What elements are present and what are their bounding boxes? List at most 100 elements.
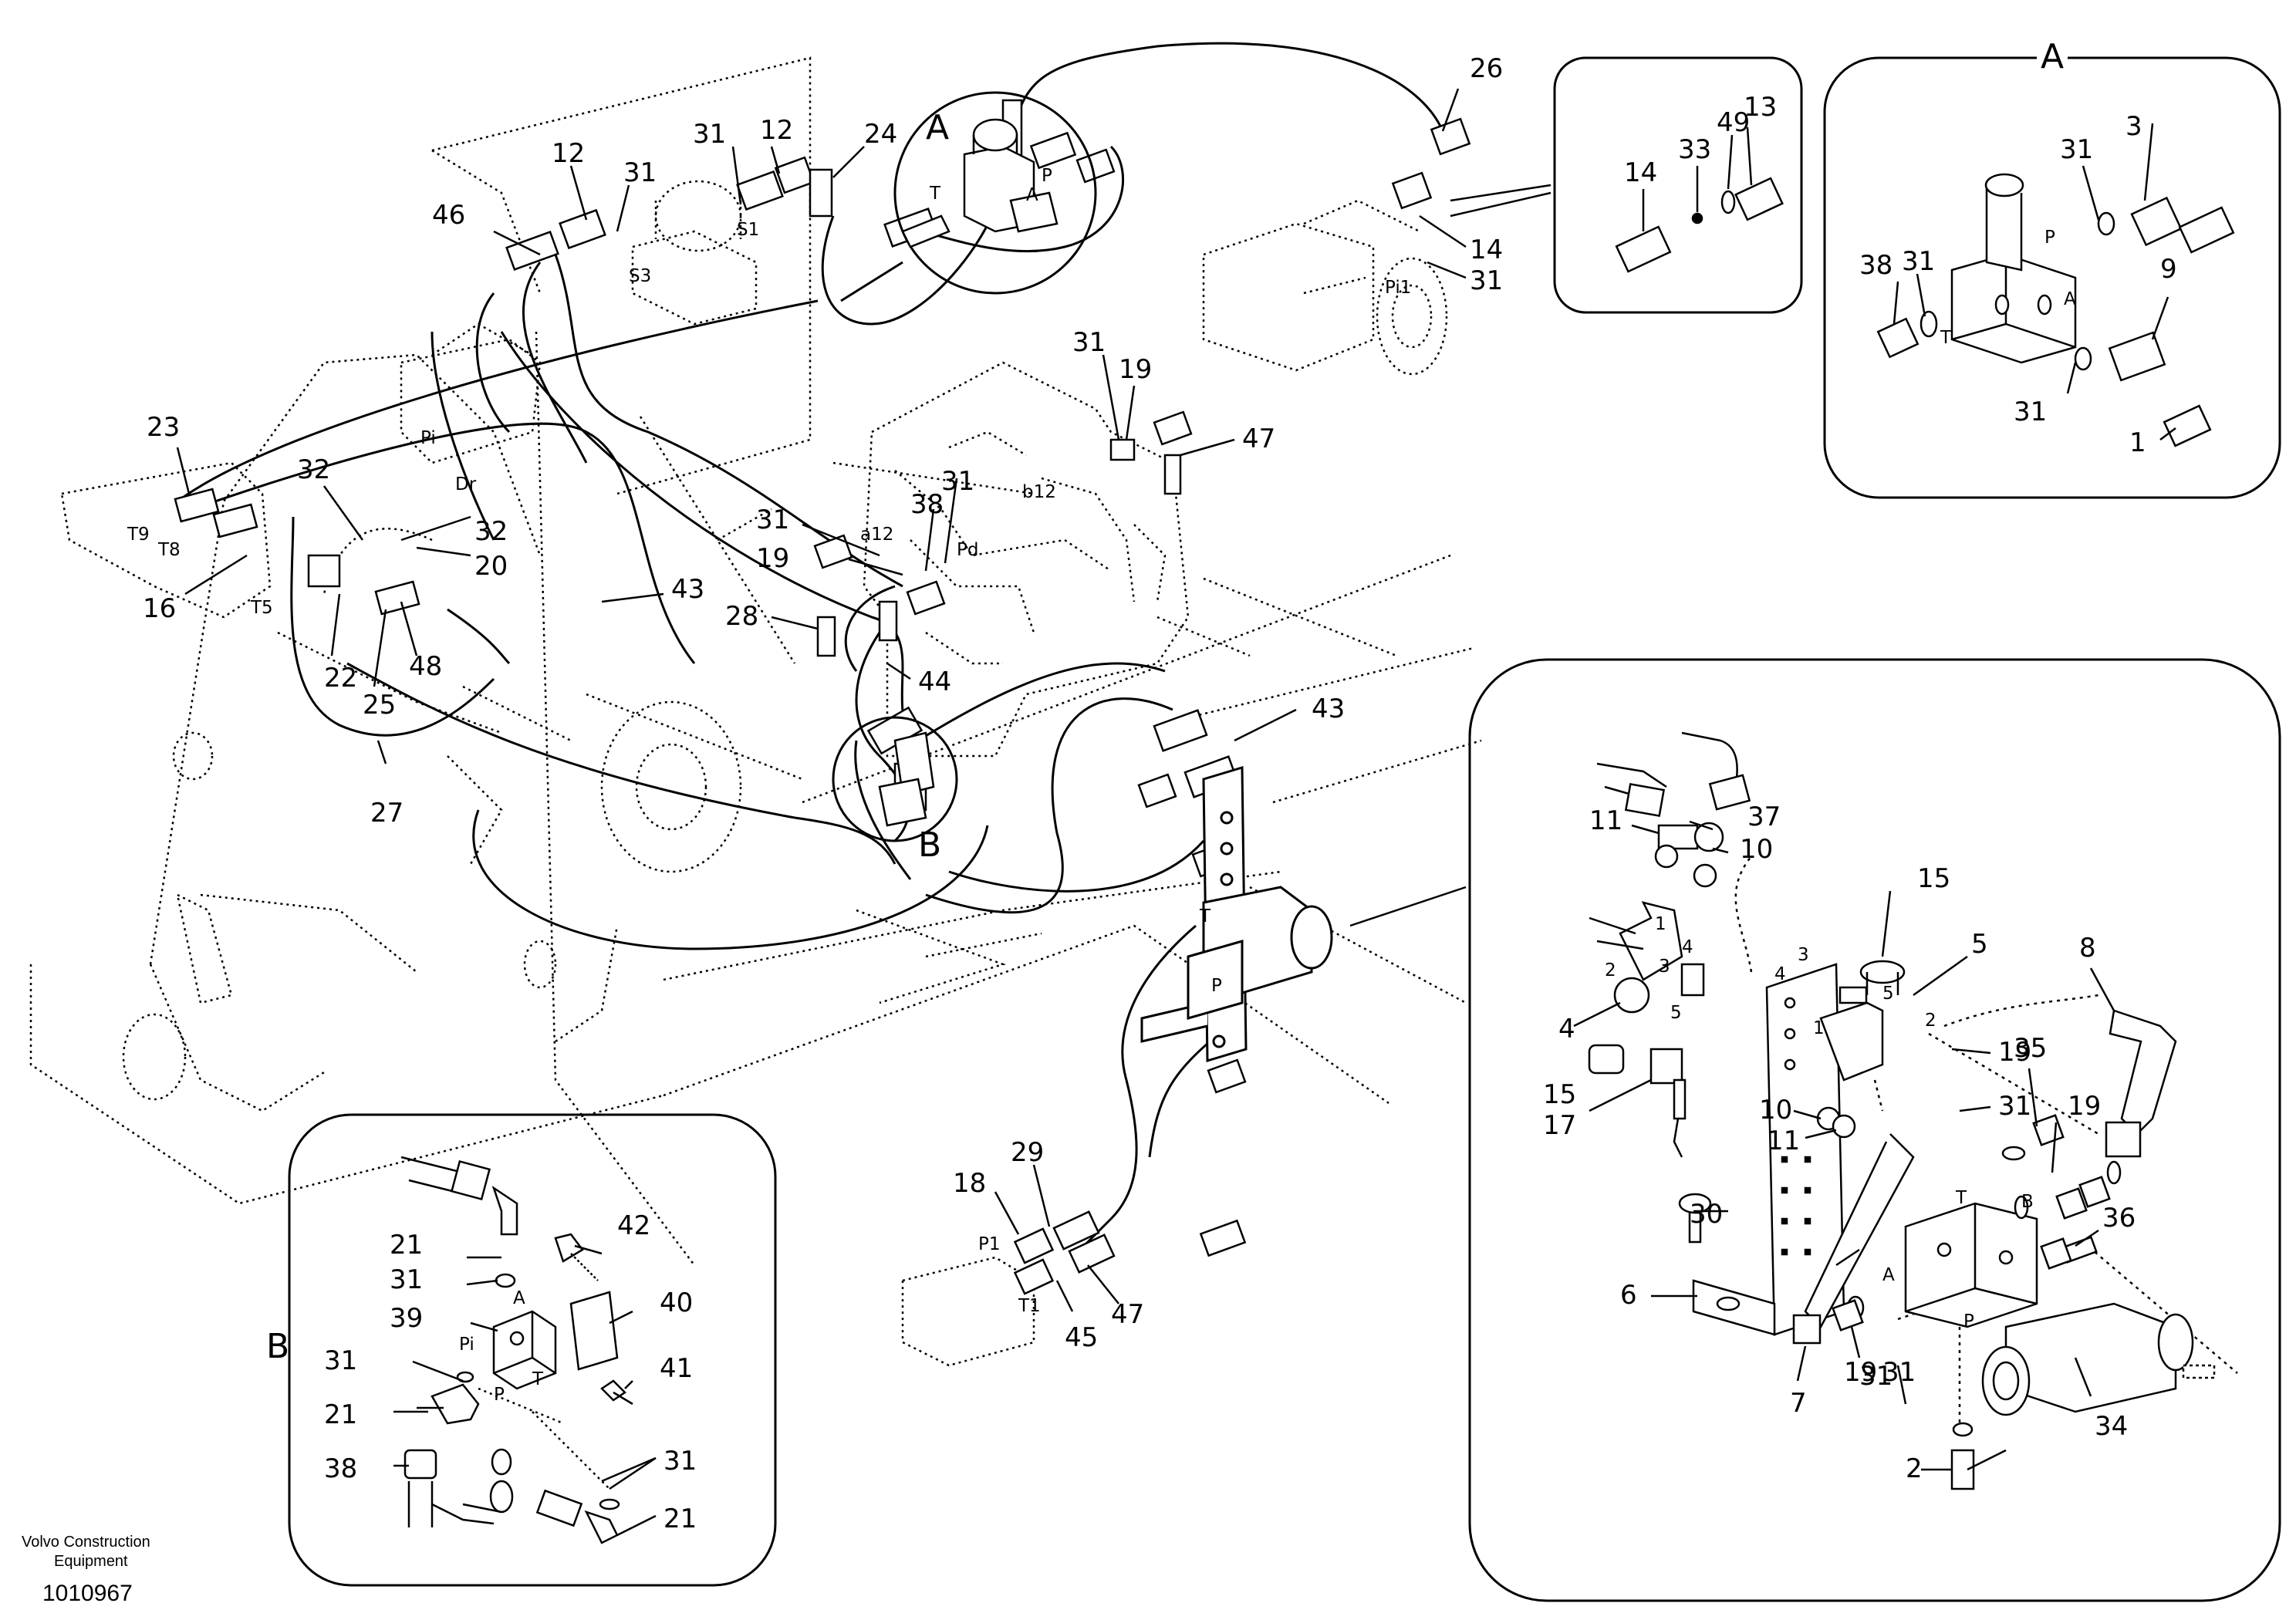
callout-45: 45 bbox=[1065, 1322, 1098, 1353]
inset-c-port-4b: 4 bbox=[1774, 964, 1786, 984]
port-label-pd: Pd bbox=[957, 540, 978, 560]
inset-c-callout-31: 31 bbox=[1882, 1357, 1916, 1388]
callout-27: 27 bbox=[370, 798, 403, 829]
inset-b-callout-39: 39 bbox=[390, 1303, 423, 1334]
callout-24: 24 bbox=[864, 119, 897, 150]
detail-circles bbox=[832, 91, 1097, 842]
port-label-p: P bbox=[1042, 166, 1052, 186]
port-label-t8: T8 bbox=[157, 540, 181, 560]
port-label-b12: b12 bbox=[1022, 482, 1056, 502]
callout-12: 12 bbox=[760, 115, 793, 146]
inset-c-callout-15: 15 bbox=[1917, 863, 1950, 894]
callout-19: 19 bbox=[756, 543, 789, 574]
callout-26: 26 bbox=[1470, 53, 1503, 84]
callout-20: 20 bbox=[474, 551, 508, 582]
inset-d-callout-49: 49 bbox=[1717, 107, 1750, 138]
port-label-s1: S1 bbox=[737, 220, 759, 240]
callout-18: 18 bbox=[953, 1168, 986, 1199]
pilot-pump bbox=[1202, 199, 1448, 376]
inset-a-callout-31: 31 bbox=[2014, 397, 2047, 427]
inset-c-callout-10: 10 bbox=[1759, 1095, 1792, 1126]
inset-b-callout-31: 31 bbox=[324, 1345, 357, 1376]
callout-12: 12 bbox=[552, 138, 585, 169]
port-label-p1: P1 bbox=[978, 1234, 1001, 1254]
inset-a-callout-38: 38 bbox=[1859, 250, 1893, 281]
port-label-a12: a12 bbox=[860, 525, 893, 545]
callout-38: 38 bbox=[910, 489, 944, 520]
footer: Volvo Construction Equipment 1010967 bbox=[22, 1534, 150, 1606]
callout-23: 23 bbox=[147, 412, 180, 443]
inset-d-frame bbox=[1553, 56, 1803, 314]
inset-b-title: B bbox=[266, 1327, 289, 1366]
inset-c-callout-10: 10 bbox=[1740, 834, 1773, 865]
manifold-bracket bbox=[1140, 765, 1333, 1063]
callout-31: 31 bbox=[1470, 265, 1503, 296]
port-label-p-manifold: P bbox=[1211, 976, 1222, 996]
inset-c-ports: 1 2 3 4 5 3 4 1 5 2 T B A P bbox=[1605, 914, 2034, 1331]
company-line-2: Equipment bbox=[54, 1553, 128, 1570]
inset-a-callout-31: 31 bbox=[2060, 134, 2093, 165]
port-label-pi1: Pi1 bbox=[1385, 278, 1411, 298]
inset-c-port-2b: 2 bbox=[1925, 1011, 1936, 1031]
inset-a-callout-3: 3 bbox=[2125, 111, 2142, 142]
inset-c-callout-37: 37 bbox=[1747, 802, 1781, 832]
inset-c-port-a: A bbox=[1882, 1265, 1895, 1285]
callout-47: 47 bbox=[1111, 1299, 1144, 1330]
inset-d-callout-14: 14 bbox=[1624, 157, 1657, 188]
inset-c-callout-6: 6 bbox=[1620, 1280, 1637, 1311]
inset-c-port-1b: 1 bbox=[1813, 1018, 1825, 1038]
inset-c-callout-19: 19 bbox=[1844, 1357, 1877, 1388]
inset-b-port-t: T bbox=[532, 1369, 544, 1389]
inset-c-callout-19: 19 bbox=[2068, 1091, 2101, 1122]
port-label-t: T bbox=[929, 184, 941, 204]
port-label-t9: T9 bbox=[127, 525, 150, 545]
inset-b-callout-21: 21 bbox=[663, 1504, 697, 1534]
inset-c-callout-2: 2 bbox=[1906, 1453, 1923, 1484]
callout-31: 31 bbox=[693, 119, 726, 150]
inset-c-port-t: T bbox=[1955, 1188, 1967, 1208]
callout-48: 48 bbox=[409, 651, 442, 682]
callout-47: 47 bbox=[1242, 424, 1275, 454]
inset-c-callout-19: 19 bbox=[1998, 1037, 2031, 1068]
inset-a-port-p: P bbox=[2044, 228, 2055, 248]
port-label-a: A bbox=[1026, 185, 1038, 205]
inset-c-callout-34: 34 bbox=[2095, 1411, 2128, 1442]
inset-b-callout-21: 21 bbox=[390, 1230, 423, 1261]
circle-b-valve bbox=[878, 731, 935, 827]
inset-d-leader-1 bbox=[1450, 184, 1551, 202]
inset-c-callout-7: 7 bbox=[1790, 1388, 1807, 1419]
callout-32: 32 bbox=[297, 454, 330, 485]
inset-c-port-2: 2 bbox=[1605, 960, 1616, 980]
callout-43: 43 bbox=[671, 574, 704, 605]
view-marker-a: A bbox=[926, 108, 949, 147]
callout-31: 31 bbox=[756, 505, 789, 535]
inset-c-port-3: 3 bbox=[1659, 957, 1670, 977]
inset-b: B bbox=[266, 1113, 777, 1587]
inset-c-port-4: 4 bbox=[1682, 937, 1693, 957]
callout-19: 19 bbox=[1119, 354, 1152, 385]
view-marker-b: B bbox=[918, 825, 941, 865]
inset-c-callout-31: 31 bbox=[1998, 1091, 2031, 1122]
inset-c-callout-15: 15 bbox=[1543, 1079, 1576, 1110]
inset-b-callout-31: 31 bbox=[663, 1446, 697, 1477]
port-label-pi: Pi bbox=[420, 428, 436, 448]
port-label-t1: T1 bbox=[1018, 1296, 1041, 1316]
circle-a-valve bbox=[901, 118, 1059, 248]
inset-a-callout-9: 9 bbox=[2160, 254, 2177, 285]
inset-a-port-a: A bbox=[2064, 289, 2076, 309]
company-line-1: Volvo Construction bbox=[22, 1534, 150, 1551]
callout-46: 46 bbox=[432, 200, 465, 231]
drawing-number: 1010967 bbox=[42, 1581, 133, 1606]
inset-c-callout-36: 36 bbox=[2102, 1203, 2136, 1234]
inset-a-title: A bbox=[2041, 37, 2064, 76]
solenoid-valve-block bbox=[631, 180, 758, 326]
callout-16: 16 bbox=[143, 593, 176, 624]
callout-25: 25 bbox=[363, 690, 396, 721]
inset-d-callout-13: 13 bbox=[1744, 92, 1777, 123]
inset-c-port-5: 5 bbox=[1670, 1003, 1682, 1023]
callout-44: 44 bbox=[918, 667, 951, 697]
port-label-t5: T5 bbox=[250, 598, 273, 618]
inset-c-callouts: 11 37 10 15 5 8 4 15 17 19 10 11 31 19 3… bbox=[1543, 802, 2136, 1484]
inset-c-port-p: P bbox=[1963, 1311, 1974, 1331]
